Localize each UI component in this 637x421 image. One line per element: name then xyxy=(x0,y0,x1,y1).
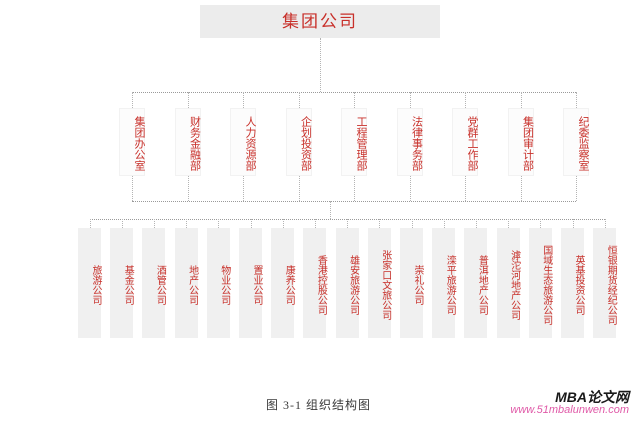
org-node-subsidiary-label: 滹沱河地产公司 xyxy=(508,250,520,320)
org-node-department-label: 财务金融部 xyxy=(188,116,201,171)
connector-drop-subsidiary xyxy=(572,219,574,228)
org-node-department-label: 法律事务部 xyxy=(410,116,423,171)
connector-stub-department xyxy=(520,176,522,201)
connector-drop-subsidiary xyxy=(250,219,252,228)
org-node-department: 工程管理部 xyxy=(341,108,367,176)
org-node-subsidiary-label: 崇礼公司 xyxy=(412,265,423,305)
org-node-root: 集团公司 xyxy=(200,5,440,38)
org-node-subsidiary-label: 地产公司 xyxy=(186,265,198,305)
org-node-department: 人力资源部 xyxy=(230,108,256,176)
org-node-subsidiary: 置业公司 xyxy=(239,228,262,338)
watermark-url: www.51mbalunwen.com xyxy=(510,404,629,416)
org-node-subsidiary: 香港控股公司 xyxy=(303,228,327,338)
org-node-department-label: 党群工作部 xyxy=(466,116,478,171)
org-node-subsidiary: 张家口文旅公司 xyxy=(367,228,391,338)
org-node-subsidiary: 旅游公司 xyxy=(78,228,101,338)
org-node-subsidiary: 康养公司 xyxy=(271,228,295,338)
connector-drop-subsidiary xyxy=(604,219,606,228)
connector-drop-department xyxy=(576,92,577,108)
org-node-subsidiary: 地产公司 xyxy=(174,228,198,338)
connector-stub-department xyxy=(187,176,189,201)
connector-drop-subsidiary xyxy=(121,219,123,228)
connector-drop-subsidiary xyxy=(508,219,510,228)
org-node-subsidiary: 普洱地产公司 xyxy=(464,228,488,338)
connector-drop-subsidiary xyxy=(186,219,188,228)
org-node-department: 集团办公室 xyxy=(119,108,145,176)
connector-drop-subsidiary xyxy=(218,219,220,228)
org-node-subsidiary-label: 康养公司 xyxy=(283,265,295,305)
org-node-department: 党群工作部 xyxy=(452,108,478,176)
connector-drop-subsidiary xyxy=(282,219,284,228)
connector-drop-department xyxy=(354,92,355,108)
connector-drop-department xyxy=(409,92,411,108)
org-node-subsidiary-label: 滦平旅游公司 xyxy=(444,255,456,315)
connector-bus-mid xyxy=(132,201,576,202)
org-node-department: 企划投资部 xyxy=(285,108,312,176)
org-node-department: 财务金融部 xyxy=(174,108,201,176)
org-node-root-label: 集团公司 xyxy=(282,12,358,31)
org-node-subsidiary-label: 普洱地产公司 xyxy=(476,255,488,315)
org-node-department: 集团审计部 xyxy=(507,108,534,176)
connector-stub-department xyxy=(243,176,244,201)
org-node-subsidiary-label: 香港控股公司 xyxy=(315,255,327,315)
connector-drop-subsidiary xyxy=(153,219,155,228)
connector-drop-department xyxy=(298,92,300,108)
org-node-subsidiary: 物业公司 xyxy=(206,228,230,338)
connector-stub-department xyxy=(409,176,411,201)
org-node-subsidiary: 基金公司 xyxy=(110,228,134,338)
org-node-subsidiary: 雄安旅游公司 xyxy=(335,228,359,338)
connector-stub-department xyxy=(132,176,133,201)
org-node-subsidiary-label: 国域生态旅游公司 xyxy=(540,245,552,325)
connector-drop-subsidiary xyxy=(475,219,477,228)
connector-link-mid-to-subsidiaries xyxy=(330,201,331,219)
org-node-department-label: 企划投资部 xyxy=(299,116,312,171)
connector-root-stem xyxy=(320,38,321,92)
connector-stub-department xyxy=(576,176,577,201)
connector-drop-department xyxy=(187,92,189,108)
org-node-department: 纪委监察室 xyxy=(563,108,589,176)
org-node-subsidiary-label: 旅游公司 xyxy=(90,265,101,305)
connector-drop-subsidiary xyxy=(314,219,316,228)
connector-stub-department xyxy=(465,176,466,201)
org-node-subsidiary: 崇礼公司 xyxy=(400,228,423,338)
connector-drop-department xyxy=(243,92,244,108)
org-node-subsidiary-label: 张家口文旅公司 xyxy=(379,250,391,320)
org-node-department-label: 纪委监察室 xyxy=(577,116,589,171)
org-node-subsidiary-label: 置业公司 xyxy=(251,265,262,305)
connector-drop-department xyxy=(465,92,466,108)
org-node-department-label: 人力资源部 xyxy=(244,116,256,171)
connector-drop-subsidiary xyxy=(379,219,381,228)
org-node-subsidiary: 滹沱河地产公司 xyxy=(496,228,520,338)
org-node-subsidiary-label: 基金公司 xyxy=(122,265,134,305)
org-node-subsidiary: 滦平旅游公司 xyxy=(432,228,456,338)
connector-drop-subsidiary xyxy=(443,219,445,228)
org-node-subsidiary: 恒银期货经纪公司 xyxy=(593,228,617,338)
connector-drop-subsidiary xyxy=(89,219,91,228)
org-node-department: 法律事务部 xyxy=(396,108,423,176)
org-node-subsidiary: 英基投资公司 xyxy=(561,228,584,338)
connector-drop-subsidiary xyxy=(540,219,542,228)
connector-drop-subsidiary xyxy=(347,219,349,228)
org-node-department-label: 集团审计部 xyxy=(521,116,534,171)
connector-drop-department xyxy=(132,92,133,108)
org-node-subsidiary-label: 物业公司 xyxy=(218,265,230,305)
connector-stub-department xyxy=(354,176,355,201)
org-node-subsidiary-label: 酒管公司 xyxy=(154,265,166,305)
org-node-subsidiary: 酒管公司 xyxy=(142,228,166,338)
org-node-subsidiary: 国域生态旅游公司 xyxy=(528,228,552,338)
org-node-department-label: 工程管理部 xyxy=(355,116,367,171)
org-node-department-label: 集团办公室 xyxy=(133,116,145,171)
watermark-title: MBA论文网 xyxy=(555,389,629,405)
connector-stub-department xyxy=(298,176,300,201)
connector-drop-subsidiary xyxy=(411,219,413,228)
connector-drop-department xyxy=(520,92,522,108)
figure-caption: 图 3-1 组织结构图 xyxy=(266,398,371,412)
org-node-subsidiary-label: 雄安旅游公司 xyxy=(347,255,359,315)
org-node-subsidiary-label: 恒银期货经纪公司 xyxy=(605,245,617,325)
org-node-subsidiary-label: 英基投资公司 xyxy=(573,255,584,315)
